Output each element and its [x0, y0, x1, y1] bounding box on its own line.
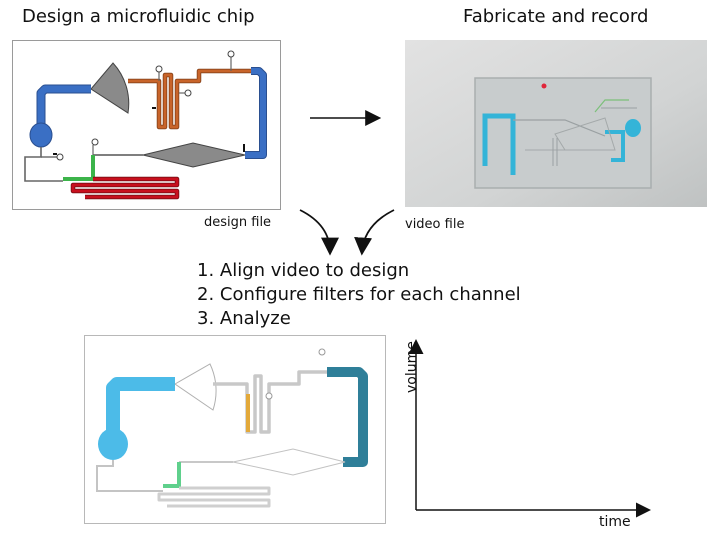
marker-3	[53, 153, 57, 155]
step-analyze: 3. Analyze	[197, 308, 291, 329]
chip-design-panel	[12, 40, 281, 210]
analysis-thin-channel	[96, 460, 163, 492]
red-channel	[71, 177, 179, 199]
chip-photo-panel	[405, 40, 707, 207]
photo-blue-channel-right	[605, 130, 625, 162]
mid-port	[184, 89, 192, 97]
analysis-lower-serpentine	[157, 486, 271, 508]
chip-design-drawing	[24, 50, 267, 200]
diamond-chamber	[142, 142, 246, 168]
photo-blue-channel-left	[482, 113, 516, 175]
design-file-label: design file	[204, 215, 272, 230]
fan-chamber	[90, 62, 130, 114]
step-configure: 2. Configure filters for each channel	[197, 284, 521, 305]
red-dot	[541, 83, 547, 89]
design-file-arrow	[299, 209, 339, 256]
step-align: 1. Align video to design	[197, 260, 410, 281]
blue-right-channel	[245, 68, 266, 158]
fabricate-heading: Fabricate and record	[463, 6, 649, 27]
analysis-panel	[84, 335, 386, 524]
analysis-teal-channel	[327, 367, 368, 467]
analysis-drawing	[96, 348, 368, 508]
analysis-fan	[174, 363, 217, 411]
video-file-arrow	[354, 209, 395, 256]
analysis-reservoir	[98, 428, 128, 460]
steps-list: 1. Align video to design 2. Configure fi…	[197, 259, 521, 331]
analysis-blue-channel	[106, 377, 175, 432]
green-port	[91, 138, 99, 146]
analysis-diamond	[232, 448, 346, 476]
glass-chip	[474, 77, 652, 189]
top-port-2	[227, 50, 235, 58]
top-port-1	[155, 65, 163, 73]
analysis-green-channel	[163, 462, 181, 488]
blue-channel	[37, 85, 91, 131]
orange-channel	[128, 69, 251, 129]
chip-photo-drawing	[405, 40, 707, 207]
x-axis-label: time	[599, 514, 631, 530]
side-port	[56, 153, 64, 161]
marker-2	[243, 144, 245, 152]
y-axis-label: volume	[404, 341, 420, 393]
photo-reservoir	[625, 119, 641, 137]
video-file-label: video file	[405, 217, 465, 232]
design-heading: Design a microfluidic chip	[22, 6, 255, 27]
marker-1	[152, 107, 156, 109]
thin-outlet-channel	[24, 147, 63, 182]
